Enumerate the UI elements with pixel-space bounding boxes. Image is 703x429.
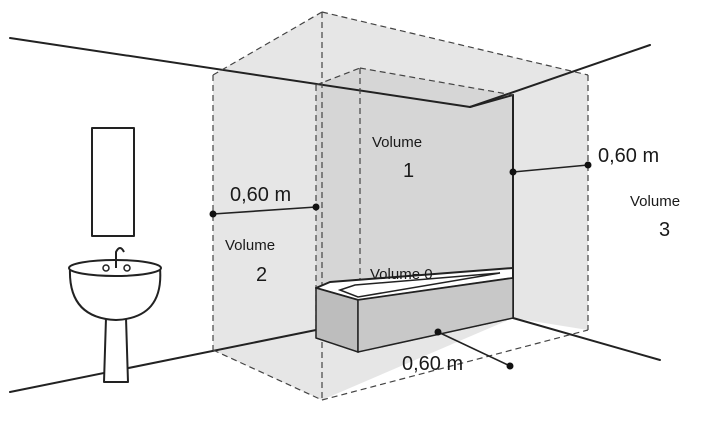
volume-3-word: Volume: [630, 193, 680, 210]
dimension-label-bottom: 0,60 m: [402, 353, 463, 375]
mirror: [91, 127, 135, 237]
volume-2-word: Volume: [225, 237, 275, 254]
volume-1-number: 1: [403, 160, 414, 182]
volume-2-number: 2: [256, 264, 267, 286]
volume-1-word: Volume: [372, 134, 422, 151]
dimension-label-left: 0,60 m: [230, 184, 291, 206]
dimension-label-right: 0,60 m: [598, 145, 659, 167]
volume-3-number: 3: [659, 219, 670, 241]
dimension-leader-left: [209, 203, 320, 218]
volume-0-label: Volume 0: [370, 266, 433, 283]
washbasin: [68, 247, 162, 383]
bathtub: [315, 267, 514, 354]
dimension-leader-bottom: [434, 328, 514, 370]
dimension-leader-right: [509, 161, 592, 176]
